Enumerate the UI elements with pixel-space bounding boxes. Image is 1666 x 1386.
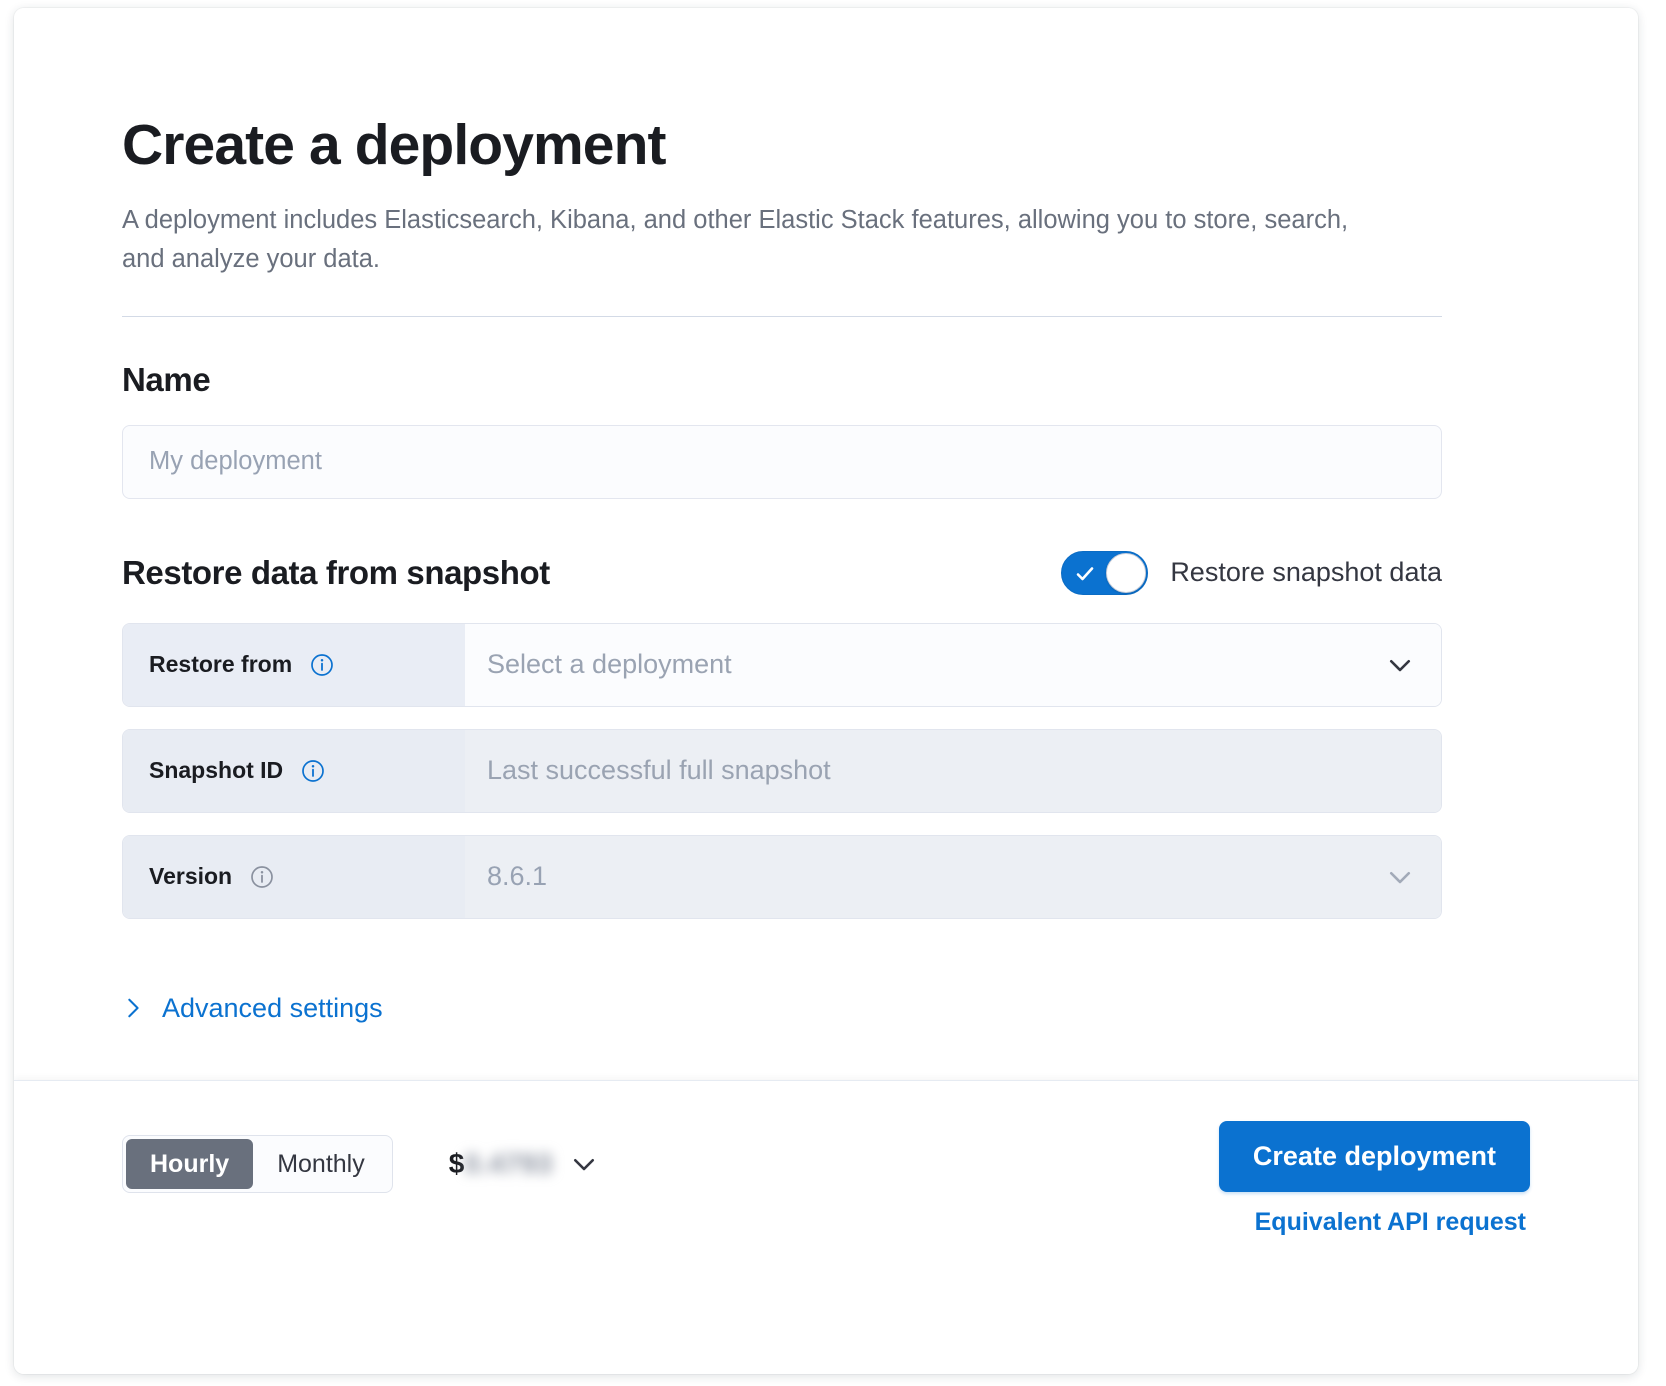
price-summary[interactable]: $0.4793	[449, 1148, 599, 1180]
snapshot-id-label: Snapshot ID	[149, 757, 284, 784]
check-icon	[1077, 566, 1094, 581]
restore-from-field[interactable]: Select a deployment	[465, 623, 1441, 706]
restore-snapshot-toggle-row: Restore snapshot data	[1061, 550, 1442, 595]
snapshot-id-field: Last successful full snapshot	[465, 729, 1441, 812]
header-divider	[122, 315, 1442, 317]
version-row: Version 8.6.1	[122, 834, 1442, 919]
version-field: 8.6.1	[465, 835, 1441, 918]
name-heading: Name	[122, 360, 211, 398]
toggle-knob	[1106, 552, 1147, 593]
info-circle-icon	[251, 865, 273, 888]
deployment-name-placeholder: My deployment	[149, 447, 322, 476]
billing-controls: Hourly Monthly $0.4793	[122, 1135, 599, 1193]
chevron-down-icon[interactable]	[569, 1149, 599, 1179]
restore-from-value: Select a deployment	[487, 649, 732, 680]
deployment-name-input[interactable]: My deployment	[122, 424, 1442, 499]
restore-from-label-cell: Restore from	[123, 623, 465, 706]
info-circle-icon[interactable]	[310, 653, 334, 677]
price-currency-symbol: $	[448, 1148, 465, 1179]
restore-from-label: Restore from	[149, 651, 293, 678]
chevron-down-icon[interactable]	[1385, 650, 1415, 680]
version-value: 8.6.1	[487, 861, 548, 892]
billing-cycle-segmented-control: Hourly Monthly	[122, 1135, 393, 1193]
chevron-right-icon	[128, 998, 139, 1018]
bottom-actions: Create deployment Equivalent API request	[1218, 1121, 1530, 1237]
info-circle-icon[interactable]	[301, 759, 325, 783]
billing-cycle-hourly[interactable]: Hourly	[126, 1139, 254, 1189]
create-deployment-panel: Create a deployment A deployment include…	[14, 8, 1638, 1374]
advanced-settings-toggle[interactable]: Advanced settings	[122, 993, 383, 1024]
page-subtitle: A deployment includes Elasticsearch, Kib…	[122, 206, 1349, 273]
restore-form-rows: Restore from Select a deployment	[122, 622, 1442, 919]
form-content-area: Create a deployment A deployment include…	[14, 8, 1638, 1080]
bottom-action-bar: Hourly Monthly $0.4793 Create deployment…	[14, 1080, 1638, 1374]
name-section: Name My deployment	[122, 317, 1442, 499]
price-amount: 0.4793	[464, 1148, 553, 1179]
snapshot-id-label-cell: Snapshot ID	[123, 729, 465, 812]
restore-heading: Restore data from snapshot	[122, 553, 550, 591]
restore-snapshot-toggle[interactable]	[1061, 550, 1149, 595]
advanced-settings-label: Advanced settings	[162, 992, 383, 1023]
price-display: $0.4793	[449, 1148, 553, 1180]
version-label-cell: Version	[123, 835, 465, 918]
snapshot-id-value: Last successful full snapshot	[487, 755, 831, 786]
create-deployment-button[interactable]: Create deployment	[1218, 1121, 1530, 1192]
restore-section-header: Restore data from snapshot Restore snaps…	[122, 499, 1442, 595]
chevron-down-icon	[1389, 871, 1411, 884]
billing-cycle-monthly[interactable]: Monthly	[277, 1149, 365, 1178]
restore-from-row[interactable]: Restore from Select a deployment	[122, 622, 1442, 707]
restore-snapshot-toggle-label: Restore snapshot data	[1170, 557, 1442, 588]
version-label: Version	[149, 863, 233, 890]
equivalent-api-request-link[interactable]: Equivalent API request	[1254, 1208, 1526, 1236]
snapshot-id-row: Snapshot ID Last successful full snapsho…	[122, 728, 1442, 813]
page-title: Create a deployment	[122, 113, 666, 177]
